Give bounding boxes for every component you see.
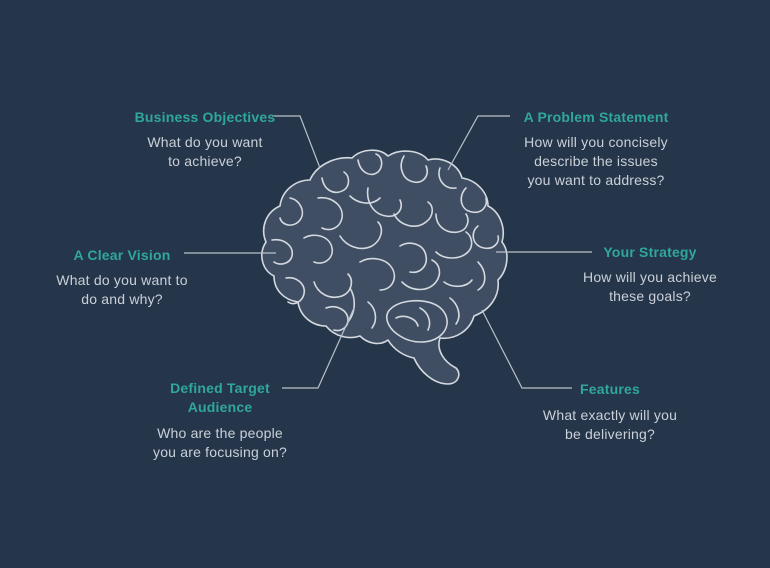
description-line: describe the issues	[534, 153, 658, 169]
title-line: Defined Target	[170, 380, 270, 396]
section-problem-statement: A Problem Statement How will you concise…	[491, 108, 701, 190]
description-line: What do you want to	[56, 272, 188, 288]
section-features: Features What exactly will you be delive…	[505, 380, 715, 444]
section-title: Features	[580, 381, 640, 397]
section-description: What exactly will you be delivering?	[505, 406, 715, 444]
section-clear-vision: A Clear Vision What do you want to do an…	[22, 246, 222, 309]
description-line: Who are the people	[157, 425, 283, 441]
description-line: What exactly will you	[542, 407, 678, 423]
description-line: be delivering?	[565, 426, 655, 442]
brain-cerebellum	[385, 299, 448, 343]
section-description: How will you achieve these goals?	[545, 268, 755, 306]
section-target-audience: Defined Target Audience Who are the peop…	[120, 379, 320, 462]
section-title: Your Strategy	[603, 244, 697, 260]
description-line: do and why?	[81, 291, 163, 307]
description-line: you want to address?	[527, 172, 665, 188]
section-description: What do you want to achieve?	[100, 133, 310, 171]
section-title: Defined Target Audience	[120, 379, 320, 417]
connector-audience	[282, 307, 355, 389]
title-line: Audience	[187, 399, 253, 415]
connectors	[184, 115, 592, 389]
description-line: How will you concisely	[524, 134, 668, 150]
section-title: A Clear Vision	[73, 247, 171, 263]
brain-outline	[261, 149, 508, 385]
section-title: A Problem Statement	[523, 109, 669, 125]
description-line: What do you want	[147, 134, 263, 150]
description-line: these goals?	[609, 288, 691, 304]
section-description: What do you want to do and why?	[22, 271, 222, 309]
section-business-objectives: Business Objectives What do you want to …	[100, 108, 310, 171]
section-description: How will you concisely describe the issu…	[491, 133, 701, 190]
connector-business	[272, 115, 321, 169]
connector-features	[481, 309, 572, 389]
description-line: to achieve?	[168, 153, 242, 169]
description-line: How will you achieve	[583, 269, 717, 285]
section-description: Who are the people you are focusing on?	[120, 424, 320, 462]
description-line: you are focusing on?	[153, 444, 287, 460]
section-your-strategy: Your Strategy How will you achieve these…	[545, 243, 755, 306]
brain-icon	[261, 149, 508, 385]
connector-problem	[447, 115, 510, 171]
section-title: Business Objectives	[134, 109, 276, 125]
